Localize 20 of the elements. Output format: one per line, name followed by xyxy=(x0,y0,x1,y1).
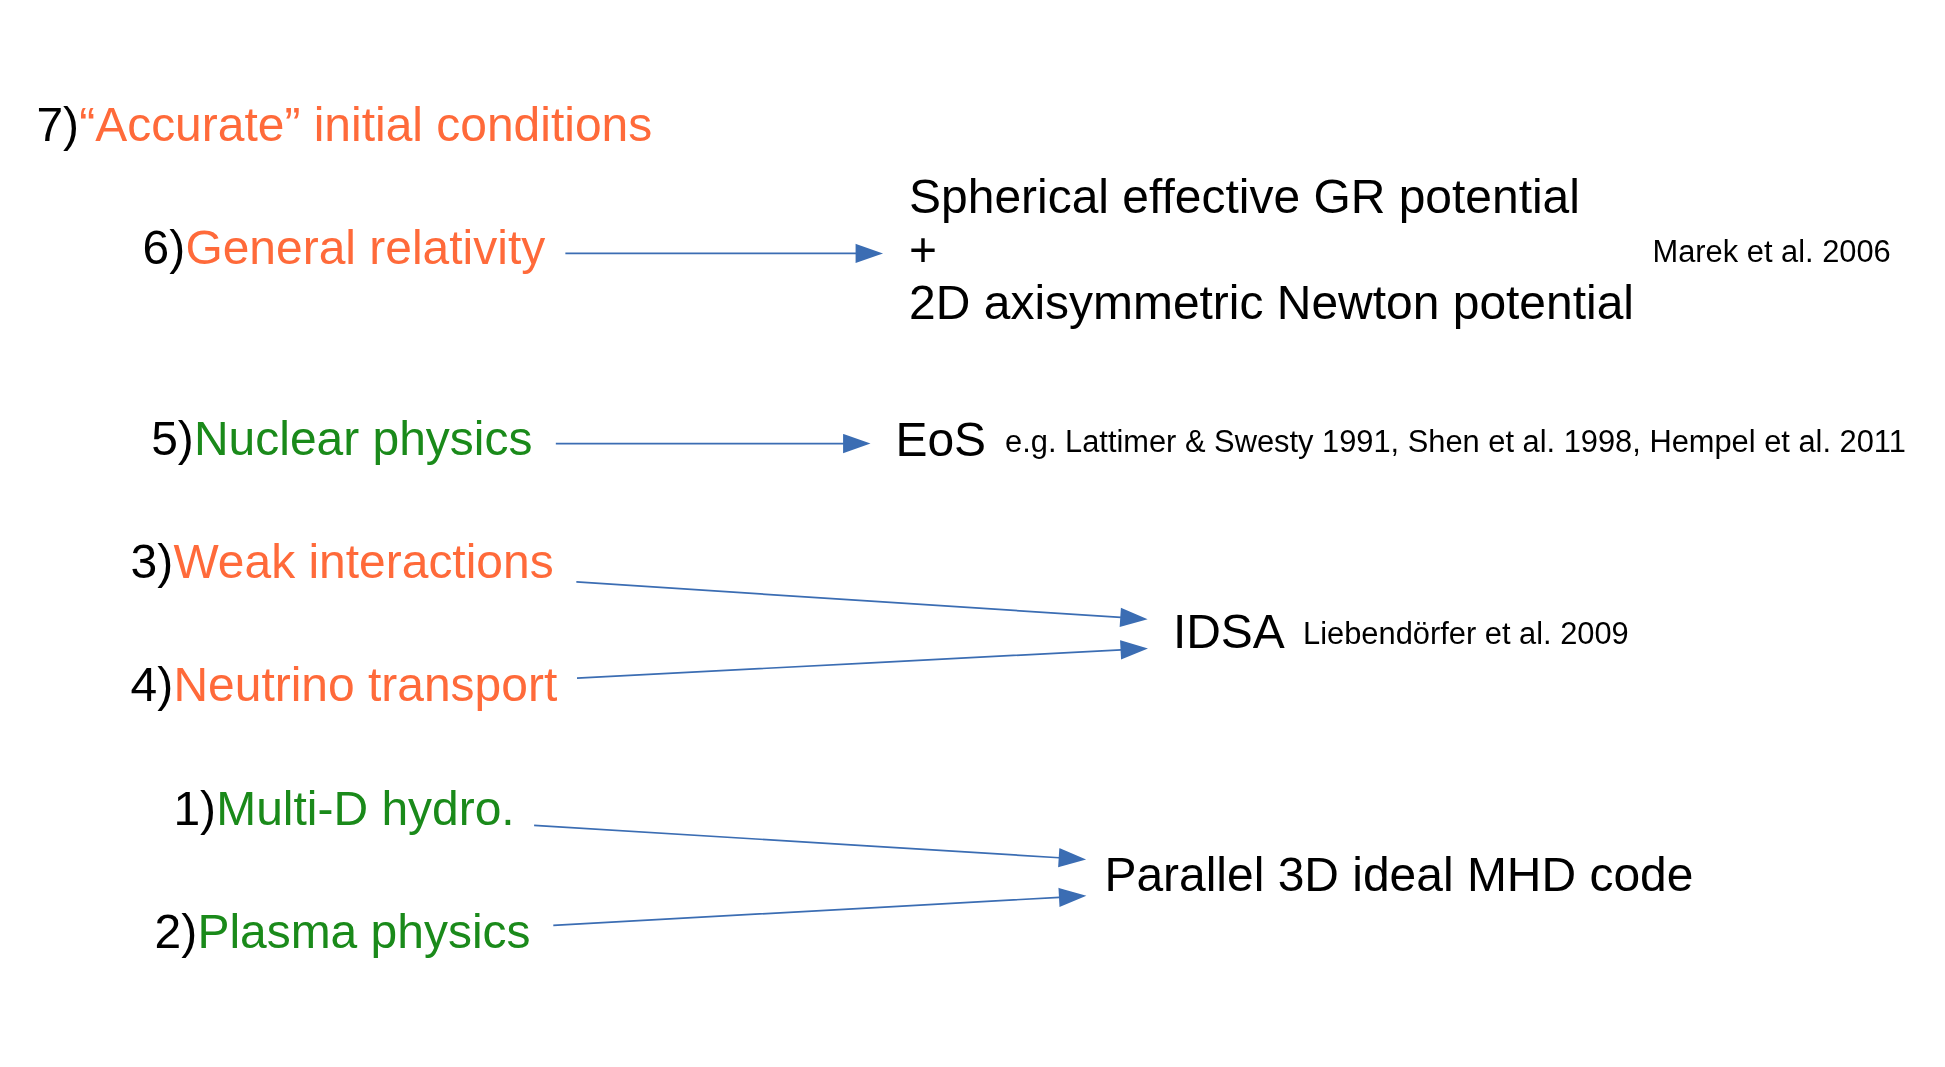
node-text: 3)Weak interactions xyxy=(130,534,554,588)
arrow xyxy=(552,887,1087,927)
arrow xyxy=(576,640,1148,679)
arrow xyxy=(575,581,1148,627)
node-text: 4)Neutrino transport xyxy=(130,658,558,712)
node-text: 2)Plasma physics xyxy=(154,904,531,958)
node-label: e.g. Lattimer & Swesty 1991, Shen et al. 1998, Hempel et al. 2011 xyxy=(1005,423,1906,459)
arrow xyxy=(564,243,883,264)
node-label: Marek et al. 2006 xyxy=(1652,233,1891,269)
node-text: IDSA xyxy=(1172,605,1285,659)
node-text: EoS xyxy=(895,413,987,467)
node-text: Parallel 3D ideal MHD code xyxy=(1104,848,1694,902)
node-text: Spherical effective GR potential + 2D axisymmetric Newton potential xyxy=(909,170,1635,330)
arrow xyxy=(554,433,871,454)
node-text: 1)Multi-D hydro. xyxy=(173,781,515,835)
arrow xyxy=(533,824,1087,868)
node-text: 6)General relativity xyxy=(142,221,546,275)
node-text: 5)Nuclear physics xyxy=(151,411,533,465)
node-label: Liebendörfer et al. 2009 xyxy=(1303,615,1629,651)
node-text: 7)“Accurate” initial conditions xyxy=(36,98,653,152)
